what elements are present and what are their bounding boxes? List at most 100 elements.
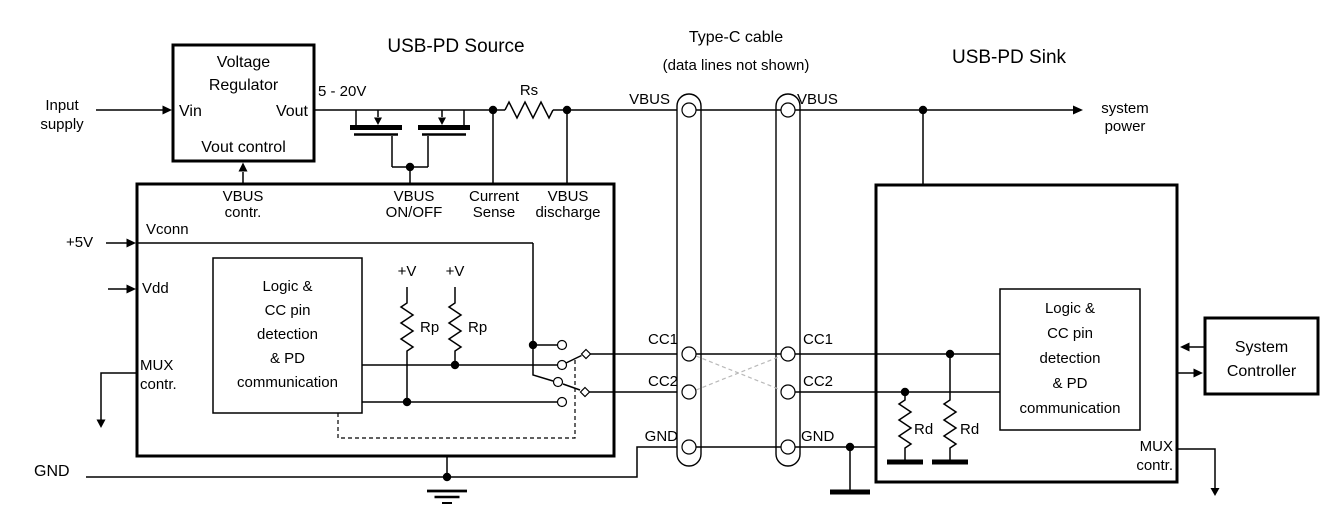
pin-cc2-right — [780, 384, 796, 400]
pin-label-vbus-discharge: VBUS discharge — [522, 189, 614, 221]
arrowhead-up-icon — [238, 162, 248, 172]
sink-mux-wire — [1177, 448, 1216, 489]
vbus-fet-switch — [350, 110, 470, 184]
current-sense-line2: Sense — [472, 204, 516, 221]
sink-mux-label: MUX contr. — [1118, 437, 1173, 475]
arrowhead-right-icon — [126, 284, 136, 294]
type-c-cable — [676, 93, 801, 467]
rp-resistor-2 — [447, 287, 463, 365]
sink-logic-line5: communication — [1019, 400, 1121, 417]
fet1-gate-bar — [350, 125, 402, 130]
switch-contact — [552, 376, 564, 388]
switch-contact — [556, 396, 568, 408]
source-block — [135, 182, 616, 458]
vdd-label: Vdd — [142, 280, 169, 297]
switch2-lever — [562, 383, 581, 391]
switch2-pole — [579, 386, 591, 398]
vr-vout-pin: Vout — [275, 103, 308, 120]
vbus-onoff-line2: ON/OFF — [385, 204, 443, 221]
system-controller-line2: Controller — [1226, 363, 1297, 380]
gnd-wire-left — [86, 446, 682, 478]
sink-logic-line2: CC pin — [1047, 325, 1093, 342]
plug-left — [676, 93, 702, 467]
junction-dot — [402, 397, 412, 407]
fet2-gate-bar — [418, 125, 470, 130]
logic-line1: Logic & — [262, 278, 313, 295]
junction-dot — [442, 472, 452, 482]
rp-label-1: Rp — [420, 319, 440, 336]
pin-label-vbus-contr: VBUS contr. — [203, 189, 283, 221]
vbus-contr-line2: contr. — [224, 204, 262, 221]
rd-resistor-2 — [942, 354, 958, 460]
vconn-diagonal-stub — [532, 345, 554, 382]
system-power-line2: power — [1104, 118, 1146, 135]
system-controller-label: System Controller — [1205, 336, 1318, 384]
vbus-discharge-line2: discharge — [535, 204, 601, 221]
arrowhead-right-icon — [1073, 105, 1083, 115]
rd-resistor-1 — [897, 392, 913, 460]
gnd-label-left: GND — [34, 463, 70, 480]
pin-vbus-right — [780, 102, 796, 118]
pin-cc1-right — [780, 346, 796, 362]
source-mux-line2: contr. — [140, 376, 177, 393]
system-power-label: system power — [1092, 100, 1158, 136]
voltage-regulator-block — [171, 43, 316, 163]
source-mux-wire — [100, 372, 137, 421]
switch-contact — [556, 359, 568, 371]
source-logic-label: Logic & CC pin detection & PD communicat… — [215, 275, 360, 395]
source-mux-label: MUX contr. — [140, 356, 177, 394]
sink-logic-label: Logic & CC pin detection & PD communicat… — [1002, 296, 1138, 421]
arrowhead-left-icon — [1180, 342, 1190, 352]
pin-gnd-left — [681, 439, 697, 455]
vr-vin-pin: Vin — [179, 103, 202, 120]
vbus-contr-line1: VBUS — [222, 188, 264, 205]
voltage-regulator-name: Voltage Regulator — [175, 51, 312, 97]
voltage-range-label: 5 - 20V — [318, 83, 367, 100]
pin-label-vbus-onoff: VBUS ON/OFF — [374, 189, 454, 221]
rs-resistor — [504, 100, 554, 120]
sink-logic-line4: & PD — [1052, 375, 1088, 392]
fet1-arrow-icon — [374, 117, 382, 125]
rp-label-2: Rp — [468, 319, 488, 336]
gnd-bus-left — [86, 446, 682, 504]
source-title: USB-PD Source — [387, 36, 525, 57]
sink-logic-block — [999, 288, 1141, 431]
system-power-line1: system — [1101, 100, 1149, 117]
sink-mux-line2: contr. — [1136, 457, 1173, 474]
rp-resistor-1 — [399, 287, 415, 402]
logic-line5: communication — [237, 374, 338, 391]
logic-line3: detection — [257, 326, 318, 343]
pin-gnd-right — [780, 439, 796, 455]
cable-pin-gnd-right: GND — [801, 428, 835, 445]
cable-title: Type-C cable — [688, 29, 784, 46]
cable-pin-cc2-right: CC2 — [803, 373, 834, 390]
plus-v-label-1: +V — [397, 263, 417, 280]
cable-pin-vbus-right: VBUS — [797, 91, 838, 108]
sink-mux-line1: MUX — [1139, 438, 1173, 455]
source-logic-block — [212, 257, 363, 414]
switch-contact — [556, 339, 568, 351]
plus-v-label-2: +V — [445, 263, 465, 280]
arrowhead-right-icon — [1193, 368, 1203, 378]
cable-pin-gnd-left: GND — [644, 428, 678, 445]
plus5v-label: +5V — [66, 234, 94, 251]
pin-vbus-left — [681, 102, 697, 118]
junction-dot — [450, 360, 460, 370]
arrowhead-right-icon — [162, 105, 172, 115]
rd-label-2: Rd — [960, 421, 980, 438]
cable-pin-cc1-right: CC1 — [803, 331, 834, 348]
input-supply-label: Input supply — [28, 96, 96, 134]
vbus-discharge-line1: VBUS — [547, 188, 589, 205]
rd-label-1: Rd — [914, 421, 934, 438]
cc-orientation-switches — [337, 339, 592, 439]
plug-right — [775, 93, 801, 467]
cable-pin-cc2-left: CC2 — [647, 373, 678, 390]
arrowhead-down-icon — [1210, 488, 1220, 496]
switch1-lever — [565, 354, 582, 364]
vbus-onoff-line1: VBUS — [393, 188, 435, 205]
pin-cc1-left — [681, 346, 697, 362]
cable-pin-cc1-left: CC1 — [647, 331, 678, 348]
logic-line2: CC pin — [264, 302, 311, 319]
